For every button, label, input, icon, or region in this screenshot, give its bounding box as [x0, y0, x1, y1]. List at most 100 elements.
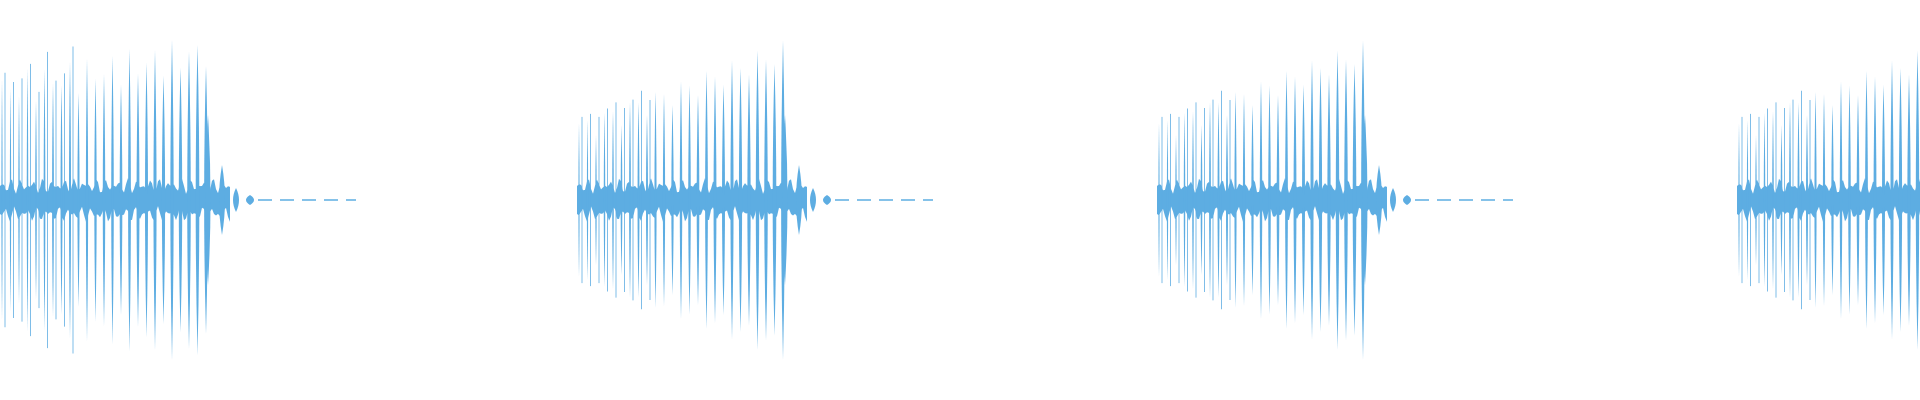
- waveform-spike: [637, 102, 640, 298]
- waveform-spike: [696, 94, 700, 306]
- waveform-spike: [1881, 84, 1886, 316]
- waveform-spike: [153, 49, 157, 351]
- waveform-spike: [77, 93, 80, 307]
- waveform-spike: [764, 59, 768, 341]
- waveform-spike: [1183, 112, 1186, 288]
- waveform-spike: [1166, 120, 1169, 280]
- waveform-core: [577, 178, 807, 222]
- waveform-tail: [810, 188, 816, 212]
- waveform-spike: [679, 81, 683, 319]
- waveform-spike: [1310, 60, 1314, 340]
- waveform-tail: [796, 165, 802, 235]
- waveform-spike: [1805, 115, 1809, 285]
- waveform-spike: [18, 96, 20, 304]
- waveform-spike: [94, 78, 97, 322]
- waveform-tail: [1390, 188, 1396, 212]
- waveform-spike: [1251, 105, 1254, 295]
- waveform-spike: [1890, 60, 1894, 340]
- waveform-spike: [1209, 102, 1211, 298]
- waveform-spike: [35, 100, 37, 300]
- waveform-spike: [747, 74, 751, 326]
- waveform-spike: [1763, 112, 1766, 288]
- waveform-spike: [1285, 70, 1288, 330]
- waveform-burst-1: [0, 39, 356, 361]
- waveform-spike: [578, 123, 580, 277]
- waveform-burst-3: [1157, 40, 1513, 360]
- waveform-spike: [620, 124, 623, 276]
- waveform-spike: [1814, 91, 1817, 309]
- waveform-spike: [730, 60, 734, 340]
- waveform-spike: [111, 55, 114, 345]
- waveform-spike: [195, 44, 200, 356]
- waveform-spike: [629, 102, 631, 298]
- waveform-spike: [1242, 93, 1246, 307]
- waveform-spike: [1158, 123, 1160, 277]
- waveform-tail: [1403, 195, 1411, 205]
- waveform-spike: [178, 67, 183, 333]
- waveform-spike: [170, 39, 174, 361]
- waveform-spike: [1175, 134, 1177, 266]
- waveform-spike: [1738, 123, 1740, 277]
- waveform-spike: [1772, 111, 1774, 289]
- waveform-spike: [1259, 81, 1263, 319]
- waveform-spike: [1789, 102, 1791, 298]
- waveform-burst-4: [1737, 50, 1920, 350]
- waveform-tail: [205, 115, 211, 285]
- waveform-burst-2: [577, 40, 933, 360]
- waveform-spike: [52, 83, 54, 317]
- waveform-spike: [136, 73, 140, 327]
- waveform-tail: [823, 195, 831, 205]
- waveform-spike: [612, 111, 614, 289]
- waveform-spike: [1831, 105, 1834, 295]
- waveform-spike: [1856, 94, 1860, 306]
- waveform-spike: [586, 120, 589, 280]
- waveform-spike: [43, 68, 46, 332]
- waveform-spike: [721, 84, 726, 316]
- waveform-spike: [1318, 68, 1323, 332]
- waveform-spike: [1200, 124, 1203, 276]
- waveform-spike: [102, 74, 106, 326]
- waveform-spike: [1276, 94, 1280, 306]
- waveform-spike: [187, 51, 191, 349]
- waveform-core: [0, 178, 230, 222]
- waveform-spike: [1915, 50, 1920, 350]
- waveform-spike: [1907, 74, 1911, 326]
- waveform-tail: [246, 195, 254, 205]
- waveform-spike: [9, 88, 12, 312]
- waveform-spike: [705, 70, 708, 330]
- waveform-spike: [755, 50, 760, 350]
- waveform-tail: [219, 165, 225, 235]
- waveform-spike: [1746, 120, 1749, 280]
- waveform-spike: [1268, 85, 1271, 315]
- waveform-spike: [1898, 68, 1903, 332]
- waveform-core: [1157, 178, 1387, 222]
- waveform-spike: [1, 79, 3, 321]
- waveform-spike: [1839, 81, 1843, 319]
- waveform-spike: [654, 91, 657, 309]
- waveform-spike: [1344, 59, 1348, 341]
- waveform-tail: [233, 188, 239, 212]
- waveform-tail: [1376, 165, 1382, 235]
- waveform-tail: [1362, 115, 1368, 285]
- waveform-spike: [1335, 50, 1340, 350]
- waveform-spike: [1293, 76, 1297, 324]
- waveform-spike: [161, 75, 166, 325]
- waveform-spike: [738, 68, 743, 332]
- waveform-spike: [772, 64, 777, 336]
- waveform-spike: [60, 85, 63, 315]
- waveform-spike: [119, 84, 123, 316]
- waveform-spike: [688, 85, 691, 315]
- waveform-spike: [1192, 111, 1194, 289]
- waveform-spike: [671, 105, 674, 295]
- waveform-spike: [1865, 70, 1868, 330]
- waveform-spike: [713, 76, 717, 324]
- waveform-tail: [782, 115, 788, 285]
- waveform-spike: [662, 93, 666, 307]
- waveform-spike: [1848, 85, 1851, 315]
- waveform-spike: [1301, 84, 1306, 316]
- waveform-spike: [1780, 124, 1783, 276]
- waveform-spike: [1327, 74, 1331, 326]
- waveform-spike: [1217, 102, 1220, 298]
